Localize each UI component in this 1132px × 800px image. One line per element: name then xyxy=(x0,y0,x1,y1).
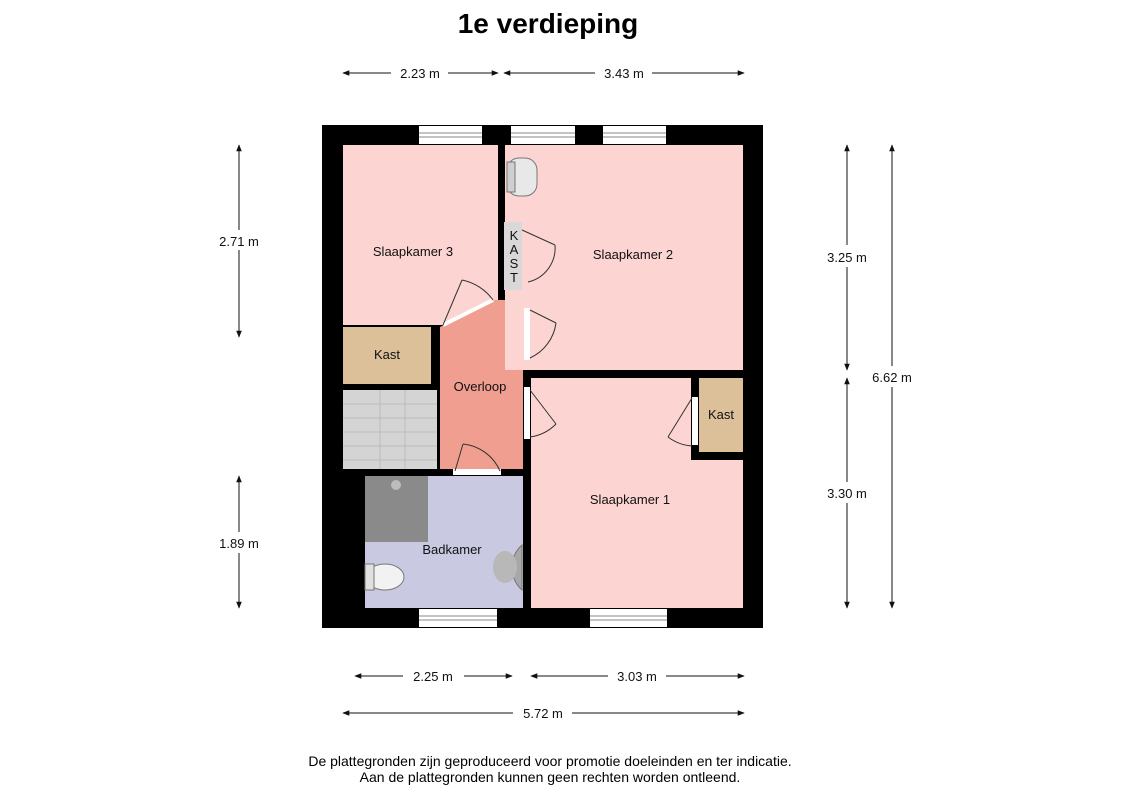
label-kast-vertical-t: T xyxy=(510,270,518,285)
label-slaapkamer-3: Slaapkamer 3 xyxy=(373,244,453,259)
room-kast-left xyxy=(343,327,431,384)
washbasin-icon xyxy=(493,543,523,592)
svg-text:2.71 m: 2.71 m xyxy=(219,234,259,249)
room-slaapkamer-2 xyxy=(505,145,743,370)
label-slaapkamer-1: Slaapkamer 1 xyxy=(590,492,670,507)
door-slaapkamer-3 xyxy=(442,279,494,327)
window-bottom-2 xyxy=(590,609,667,627)
label-badkamer: Badkamer xyxy=(422,542,482,557)
dimension-top-left: 2.23 m xyxy=(342,66,499,81)
label-kast-right: Kast xyxy=(708,407,734,422)
door-badkamer xyxy=(453,443,501,475)
label-kast-left: Kast xyxy=(374,347,400,362)
svg-text:3.25 m: 3.25 m xyxy=(827,250,867,265)
sink-icon xyxy=(506,157,538,197)
window-top-3 xyxy=(603,126,666,144)
svg-text:3.30 m: 3.30 m xyxy=(827,486,867,501)
svg-text:2.25 m: 2.25 m xyxy=(413,669,453,684)
svg-text:6.62 m: 6.62 m xyxy=(872,370,912,385)
disclaimer-line-1: De plattegronden zijn geproduceerd voor … xyxy=(308,753,792,769)
door-slaapkamer-2 xyxy=(524,308,557,360)
shower-icon xyxy=(365,476,428,542)
stairs-lines xyxy=(343,390,437,469)
window-top-1 xyxy=(419,126,482,144)
door-slaapkamer-1 xyxy=(524,387,557,439)
label-kast-vertical-s: S xyxy=(510,256,519,271)
label-kast-vertical-k: K xyxy=(510,228,519,243)
svg-text:1.89 m: 1.89 m xyxy=(219,536,259,551)
dimension-right-upper: 3.25 m xyxy=(827,144,867,371)
dimension-left-upper: 2.71 m xyxy=(219,144,259,338)
room-kast-vertical xyxy=(504,222,522,290)
room-overloop xyxy=(440,300,523,469)
disclaimer: De plattegronden zijn geproduceerd voor … xyxy=(0,753,1100,785)
door-kast-right xyxy=(667,397,698,447)
window-top-2 xyxy=(511,126,575,144)
room-stairs xyxy=(343,390,437,469)
room-slaapkamer-3 xyxy=(343,145,498,325)
page-title: 1e verdieping xyxy=(457,8,639,39)
svg-text:2.23 m: 2.23 m xyxy=(400,66,440,81)
dimension-bottom-left: 2.25 m xyxy=(354,669,513,684)
label-slaapkamer-2: Slaapkamer 2 xyxy=(593,247,673,262)
room-kast-right xyxy=(699,378,743,452)
dimension-bottom-total: 5.72 m xyxy=(342,706,745,721)
svg-text:5.72 m: 5.72 m xyxy=(523,706,563,721)
svg-text:3.03 m: 3.03 m xyxy=(617,669,657,684)
label-kast-vertical-a: A xyxy=(510,242,519,257)
dimension-right-total: 6.62 m xyxy=(872,144,912,609)
dimension-top-right: 3.43 m xyxy=(503,66,745,81)
disclaimer-line-2: Aan de plattegronden kunnen geen rechten… xyxy=(359,769,741,785)
dimension-right-lower: 3.30 m xyxy=(827,377,867,609)
dimension-left-lower: 1.89 m xyxy=(219,475,259,609)
toilet-icon xyxy=(364,563,405,591)
door-kast-vertical xyxy=(521,229,556,283)
window-bottom-1 xyxy=(419,609,497,627)
label-overloop: Overloop xyxy=(454,379,507,394)
wall-kast-right-bottom xyxy=(691,452,743,460)
svg-text:3.43 m: 3.43 m xyxy=(604,66,644,81)
dimension-bottom-right: 3.03 m xyxy=(530,669,745,684)
